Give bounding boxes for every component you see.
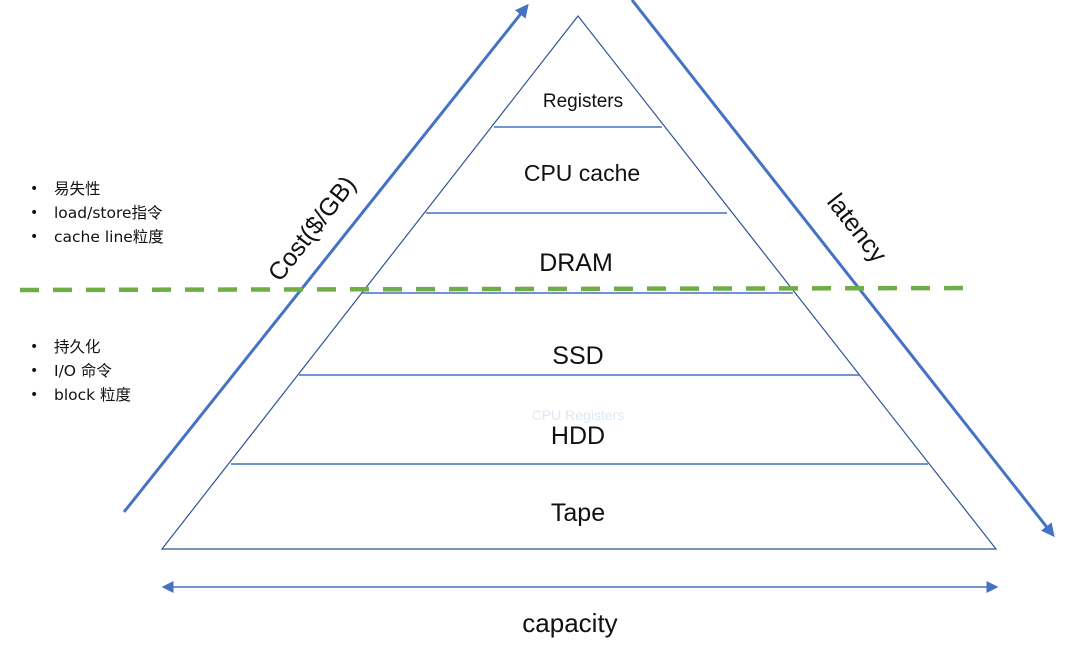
tier-label-dram: DRAM [539, 249, 613, 277]
tier-label-registers: Registers [543, 91, 623, 112]
tier-label-tape: Tape [551, 499, 605, 527]
ghost-text: CPU Registers [532, 407, 625, 423]
persistent-note: block 粒度 [30, 383, 131, 407]
volatile-properties-list: 易失性 load/store指令 cache line粒度 [30, 177, 164, 249]
latency-arrow [630, 0, 1055, 538]
persistent-properties-list: 持久化 I/O 命令 block 粒度 [30, 335, 131, 407]
cost-arrow [122, 3, 529, 513]
persistent-note: I/O 命令 [30, 359, 131, 383]
volatile-note: load/store指令 [30, 201, 164, 225]
volatile-note: 易失性 [30, 177, 164, 201]
pyramid-outline [160, 15, 998, 550]
cost-axis-label: Cost($/GB) [263, 171, 362, 287]
capacity-axis-label: capacity [522, 608, 617, 638]
volatility-divider [19, 285, 976, 293]
tier-label-hdd: HDD [551, 422, 605, 450]
volatile-note: cache line粒度 [30, 225, 164, 249]
persistent-note: 持久化 [30, 335, 131, 359]
tier-label-ssd: SSD [552, 342, 603, 370]
tier-label-cpu-cache: CPU cache [524, 160, 640, 186]
